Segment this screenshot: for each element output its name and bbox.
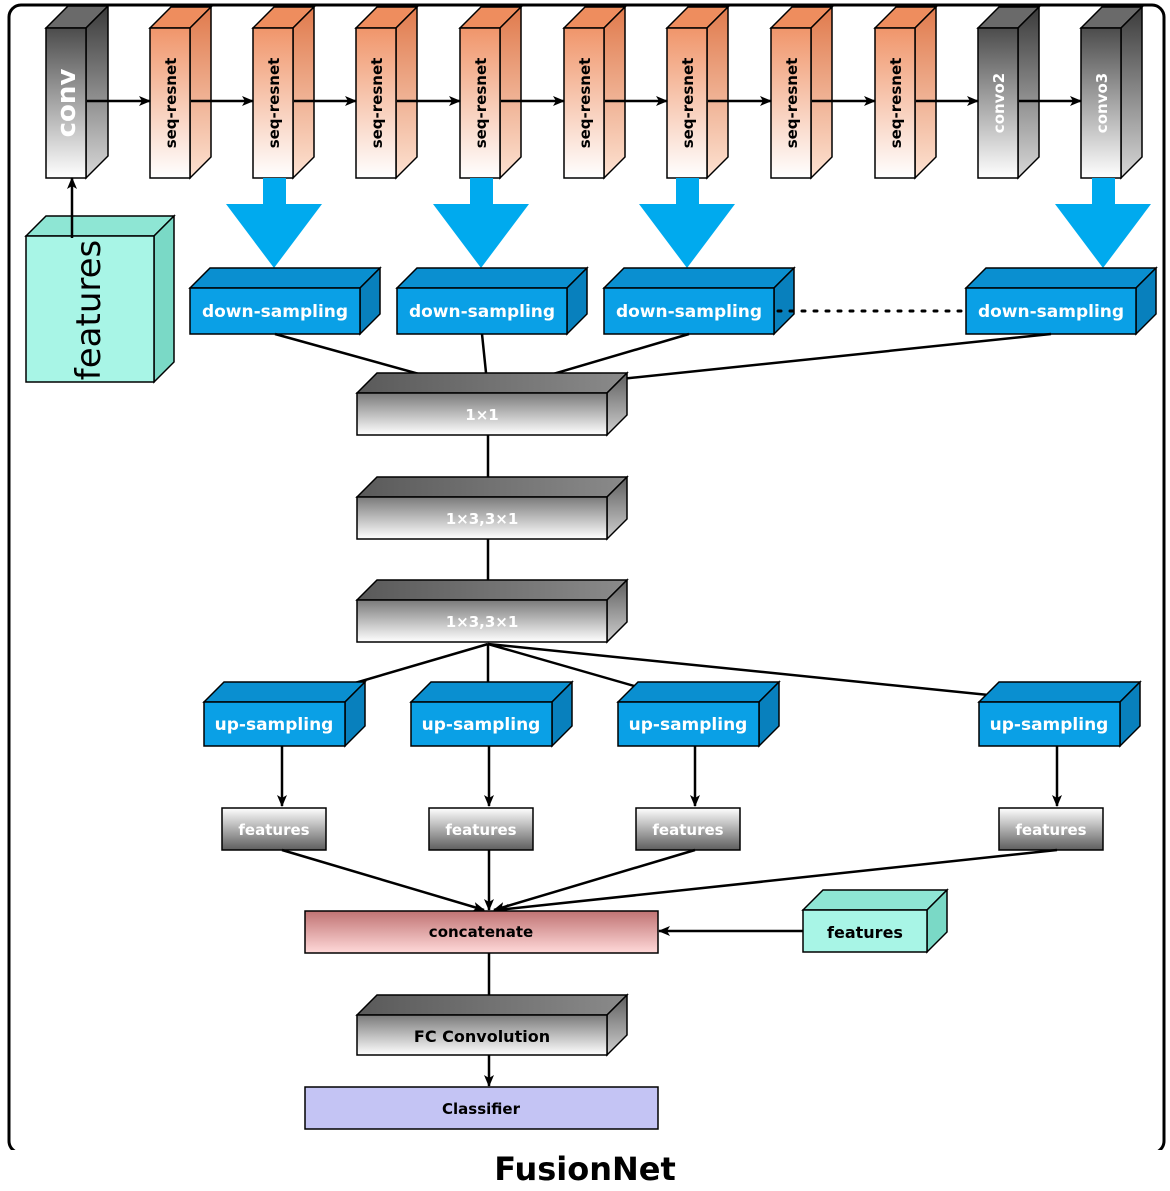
- up-sampling-label: up-sampling: [422, 715, 541, 735]
- side-features-label: features: [827, 923, 903, 942]
- branch-features-box-3: features: [635, 807, 741, 851]
- conv-1x1-label: 1×1: [465, 406, 498, 424]
- seq-resnet-label: seq-resnet: [887, 58, 905, 149]
- asym-conv-label: 1×3,3×1: [446, 510, 519, 528]
- down-sampling-label: down-sampling: [978, 302, 1124, 322]
- seq-resnet-block-1: seq-resnet: [148, 5, 213, 180]
- seq-resnet-block-4: seq-resnet: [458, 5, 523, 180]
- branch-features-label: features: [652, 821, 723, 839]
- input-features-block: features: [24, 214, 176, 384]
- down-sampling-block-1: down-sampling: [188, 266, 382, 336]
- convo3-block: convo3: [1079, 5, 1144, 180]
- asym-conv-block-2: 1×3,3×1: [355, 578, 629, 644]
- seq-resnet-block-2: seq-resnet: [251, 5, 316, 180]
- down-sampling-block-3: down-sampling: [602, 266, 796, 336]
- up-sampling-label: up-sampling: [629, 715, 748, 735]
- convo2-label: convo2: [990, 73, 1008, 133]
- big-blue-arrows: [226, 178, 1151, 268]
- up-to-features-arrows: [277, 746, 1062, 807]
- seq-resnet-block-3: seq-resnet: [354, 5, 419, 180]
- side-features-block: features: [801, 888, 949, 954]
- branch-features-label: features: [1015, 821, 1086, 839]
- up-sampling-label: up-sampling: [990, 715, 1109, 735]
- up-sampling-block-3: up-sampling: [616, 680, 781, 748]
- input-features-label: features: [69, 240, 109, 380]
- conv-label: conv: [52, 69, 82, 138]
- up-sampling-block-1: up-sampling: [202, 680, 367, 748]
- outer-frame: [7, 3, 1166, 1150]
- branch-features-box-1: features: [221, 807, 327, 851]
- seq-resnet-label: seq-resnet: [576, 58, 594, 149]
- diagram-canvas: conv seq-resnet seq-resnet seq-resnet se…: [7, 3, 1166, 1150]
- conv-1x1-block: 1×1: [355, 371, 629, 437]
- seq-resnet-block-5: seq-resnet: [562, 5, 627, 180]
- seq-resnet-label: seq-resnet: [472, 58, 490, 149]
- down-sampling-label: down-sampling: [202, 302, 348, 322]
- branch-features-box-2: features: [428, 807, 534, 851]
- down-sampling-label: down-sampling: [616, 302, 762, 322]
- concatenate-label: concatenate: [429, 923, 533, 941]
- features-to-concat-arrows: [281, 848, 1058, 914]
- classifier-label: Classifier: [442, 1100, 521, 1118]
- seq-resnet-block-6: seq-resnet: [665, 5, 730, 180]
- diagram-title: FusionNet: [494, 1150, 676, 1188]
- seq-resnet-block-7: seq-resnet: [769, 5, 834, 180]
- fc-convolution-label: FC Convolution: [414, 1027, 550, 1046]
- branch-features-box-4: features: [998, 807, 1104, 851]
- seq-resnet-label: seq-resnet: [368, 58, 386, 149]
- branch-features-label: features: [445, 821, 516, 839]
- seq-resnet-label: seq-resnet: [265, 58, 283, 149]
- asym-conv-label: 1×3,3×1: [446, 613, 519, 631]
- asym-conv-block-1: 1×3,3×1: [355, 475, 629, 541]
- seq-resnet-label: seq-resnet: [162, 58, 180, 149]
- seq-resnet-label: seq-resnet: [679, 58, 697, 149]
- fc-convolution-block: FC Convolution: [355, 993, 629, 1057]
- classifier-block: Classifier: [304, 1086, 659, 1130]
- convo2-block: convo2: [976, 5, 1041, 180]
- up-sampling-block-2: up-sampling: [409, 680, 574, 748]
- convo3-label: convo3: [1093, 73, 1111, 133]
- up-sampling-block-4: up-sampling: [977, 680, 1142, 748]
- down-sampling-label: down-sampling: [409, 302, 555, 322]
- up-sampling-label: up-sampling: [215, 715, 334, 735]
- concatenate-block: concatenate: [304, 910, 659, 954]
- down-sampling-block-2: down-sampling: [395, 266, 589, 336]
- seq-resnet-block-8: seq-resnet: [873, 5, 938, 180]
- seq-resnet-label: seq-resnet: [783, 58, 801, 149]
- down-sampling-block-4: down-sampling: [964, 266, 1158, 336]
- conv-block: conv: [44, 4, 110, 180]
- branch-features-label: features: [238, 821, 309, 839]
